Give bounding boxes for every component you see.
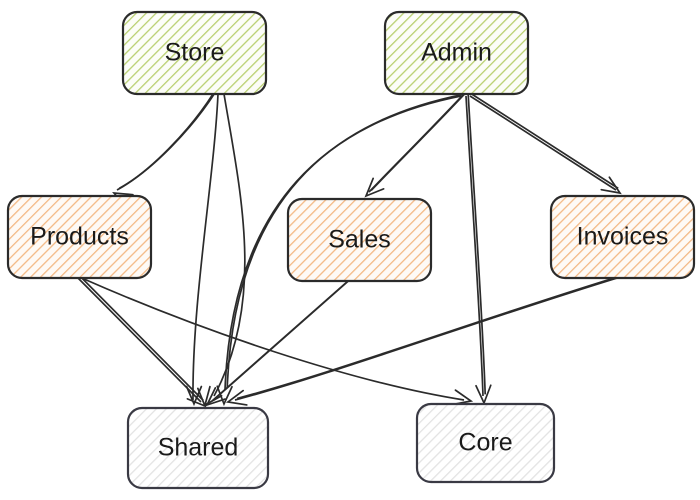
edge-line (213, 93, 246, 397)
node-hatch-pattern (417, 404, 554, 482)
edge-line-parallel (226, 93, 464, 389)
edge-line (83, 278, 465, 401)
node-sales[interactable]: Sales (286, 197, 433, 283)
edge-line (465, 95, 484, 397)
node-admin[interactable]: Admin (383, 10, 530, 96)
arrow-head-icon (186, 387, 207, 408)
node-hatch-pattern (8, 196, 151, 278)
node-border (415, 402, 556, 484)
node-hatch-pattern (288, 199, 431, 281)
node-border (286, 197, 433, 283)
node-border (6, 194, 153, 280)
edge-admin-to-core (465, 94, 492, 406)
edge-line-parallel (79, 275, 204, 401)
edge-admin-to-invoices (469, 93, 622, 195)
edge-admin-to-shared (216, 93, 464, 407)
node-border (549, 194, 696, 280)
node-hatch-pattern (123, 12, 266, 94)
node-shared[interactable]: Shared (126, 406, 270, 490)
node-store[interactable]: Store (121, 10, 268, 96)
edge-line-parallel (236, 275, 620, 400)
node-products[interactable]: Products (6, 194, 153, 280)
arrow-head-icon (600, 176, 622, 195)
arrow-head-icon (205, 387, 226, 407)
node-hatch-pattern (128, 408, 268, 488)
edge-line-parallel (213, 278, 351, 401)
edge-line-parallel (370, 93, 465, 191)
edge-line-parallel (118, 91, 216, 190)
edge-store-to-shared (203, 93, 246, 407)
edges-layer (77, 91, 622, 408)
edge-line (77, 277, 202, 403)
node-border (121, 10, 268, 96)
edge-line-parallel (467, 94, 487, 395)
arrow-head-icon (225, 389, 248, 406)
node-hatch-pattern (385, 12, 528, 94)
node-hatch-pattern (551, 196, 694, 278)
edge-line (469, 95, 617, 191)
node-border (126, 406, 270, 490)
edge-line (192, 93, 219, 401)
node-core[interactable]: Core (415, 402, 556, 484)
arrow-head-icon (451, 389, 474, 406)
node-border (383, 10, 530, 96)
edge-line-parallel (471, 93, 619, 190)
arrow-head-icon (216, 385, 233, 407)
arrow-head-icon (364, 177, 385, 198)
edge-admin-to-sales (364, 93, 465, 198)
edge-sales-to-shared (205, 278, 351, 407)
node-invoices[interactable]: Invoices (549, 194, 696, 280)
edge-line (116, 93, 214, 191)
edge-store-to-products (112, 91, 216, 209)
edge-products-to-shared (77, 275, 207, 408)
edge-invoices-to-shared (225, 275, 620, 406)
edge-store-to-shared (185, 93, 219, 407)
